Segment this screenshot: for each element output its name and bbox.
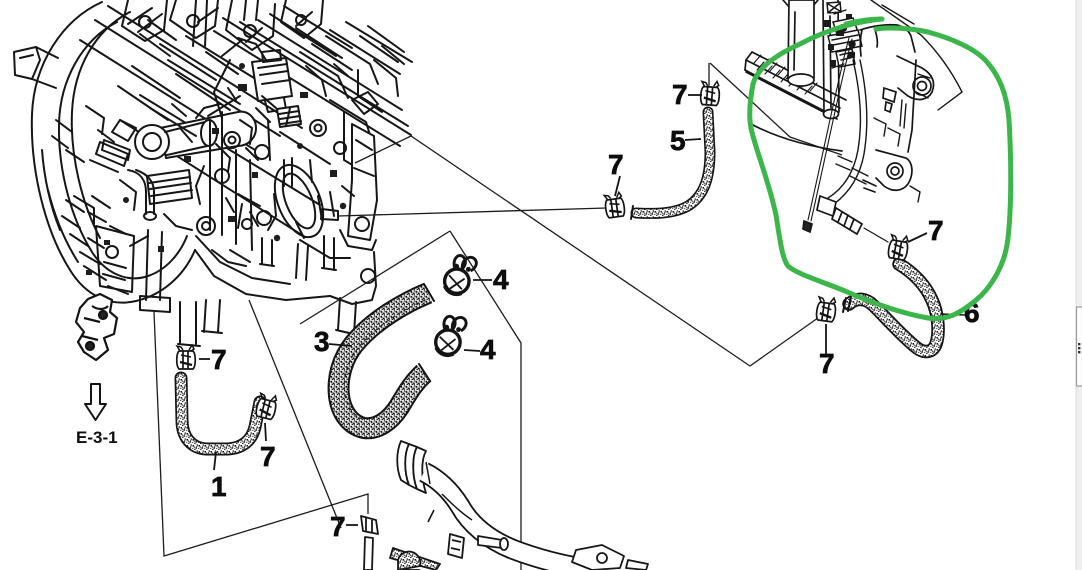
svg-text:E-3-1: E-3-1 bbox=[76, 428, 118, 447]
svg-text:7: 7 bbox=[330, 511, 346, 542]
svg-text:4: 4 bbox=[480, 334, 496, 365]
svg-text:7: 7 bbox=[608, 149, 624, 180]
svg-text:7: 7 bbox=[211, 344, 227, 375]
svg-text:7: 7 bbox=[260, 441, 276, 472]
svg-text:1: 1 bbox=[211, 471, 227, 502]
svg-text:7: 7 bbox=[928, 215, 944, 246]
svg-text:5: 5 bbox=[670, 125, 686, 156]
svg-text:3: 3 bbox=[314, 326, 330, 357]
svg-text:7: 7 bbox=[672, 79, 688, 110]
svg-text:4: 4 bbox=[493, 264, 509, 295]
svg-text:7: 7 bbox=[819, 348, 835, 379]
